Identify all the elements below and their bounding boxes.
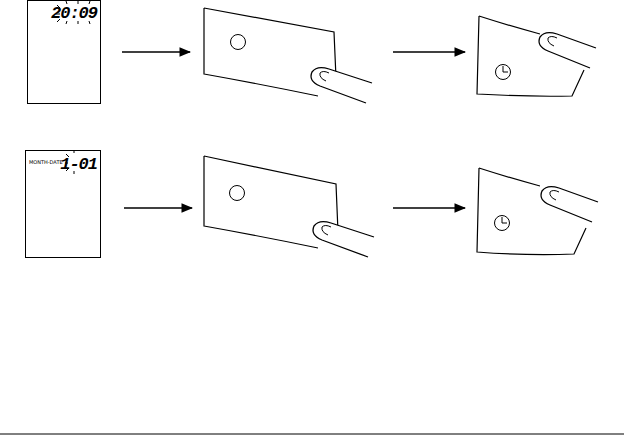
display-digits: 20:09: [51, 5, 97, 22]
button-card: [204, 156, 374, 257]
display-digits: 1-01: [60, 156, 97, 173]
lcd-display: 20:09: [27, 0, 101, 104]
flow-arrows: [122, 52, 465, 208]
blink-marks: [56, 1, 90, 174]
lcd-display: MONTH-DATE1-01: [25, 150, 101, 258]
display-label: MONTH-DATE: [29, 160, 63, 165]
footer-rule: [0, 434, 624, 435]
clock-card: [477, 168, 598, 255]
button-card: [204, 8, 372, 103]
clock-card: [477, 16, 596, 96]
